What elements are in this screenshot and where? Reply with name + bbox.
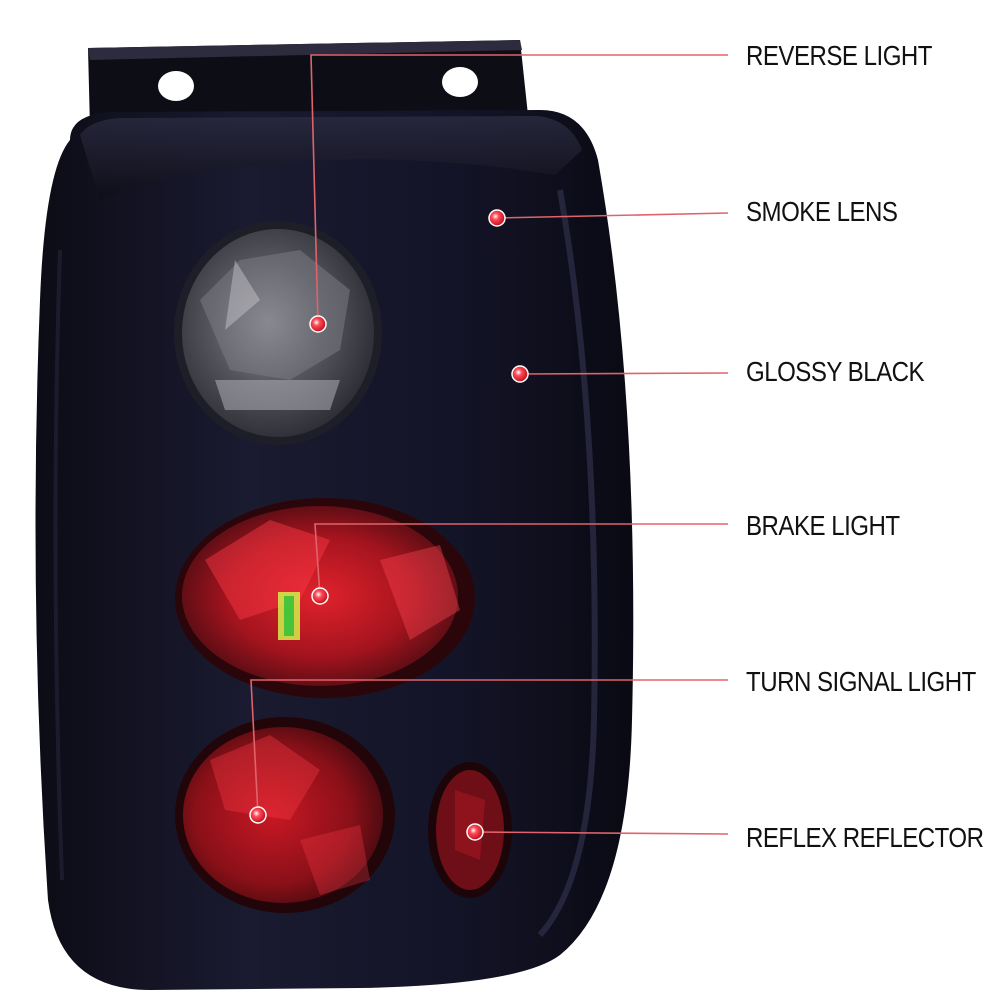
callout-label-brake-light: BRAKE LIGHT: [746, 510, 900, 541]
callout-dots: [249, 209, 529, 841]
leader-turn-signal-light: [250, 679, 728, 816]
callout-label-smoke-lens: SMOKE LENS: [746, 196, 898, 227]
leader-brake-light: [314, 523, 728, 597]
reverse-light-lens: [174, 221, 382, 445]
callout-dot-turn-signal-light: [249, 806, 267, 824]
callout-leaders: [250, 54, 729, 835]
leader-reverse-light: [310, 54, 728, 325]
callout-dot-reverse-light: [309, 315, 327, 333]
turn-signal-lens: [175, 717, 395, 913]
mount-hole-left: [158, 71, 194, 101]
callout-label-reflex-reflector: REFLEX REFLECTOR: [746, 822, 984, 853]
callout-label-turn-signal-light: TURN SIGNAL LIGHT: [746, 666, 976, 697]
callout-dot-smoke-lens: [488, 209, 506, 227]
callout-label-glossy-black: GLOSSY BLACK: [746, 356, 925, 387]
callout-dot-reflex-reflector: [466, 823, 484, 841]
mounting-bracket: [88, 40, 528, 128]
callout-dot-brake-light: [311, 587, 329, 605]
callout-label-reverse-light: REVERSE LIGHT: [746, 40, 933, 71]
mount-hole-right: [442, 67, 478, 97]
leader-glossy-black: [519, 372, 729, 375]
leader-reflex-reflector: [474, 831, 729, 835]
callout-dot-glossy-black: [511, 365, 529, 383]
leader-smoke-lens: [496, 212, 729, 219]
